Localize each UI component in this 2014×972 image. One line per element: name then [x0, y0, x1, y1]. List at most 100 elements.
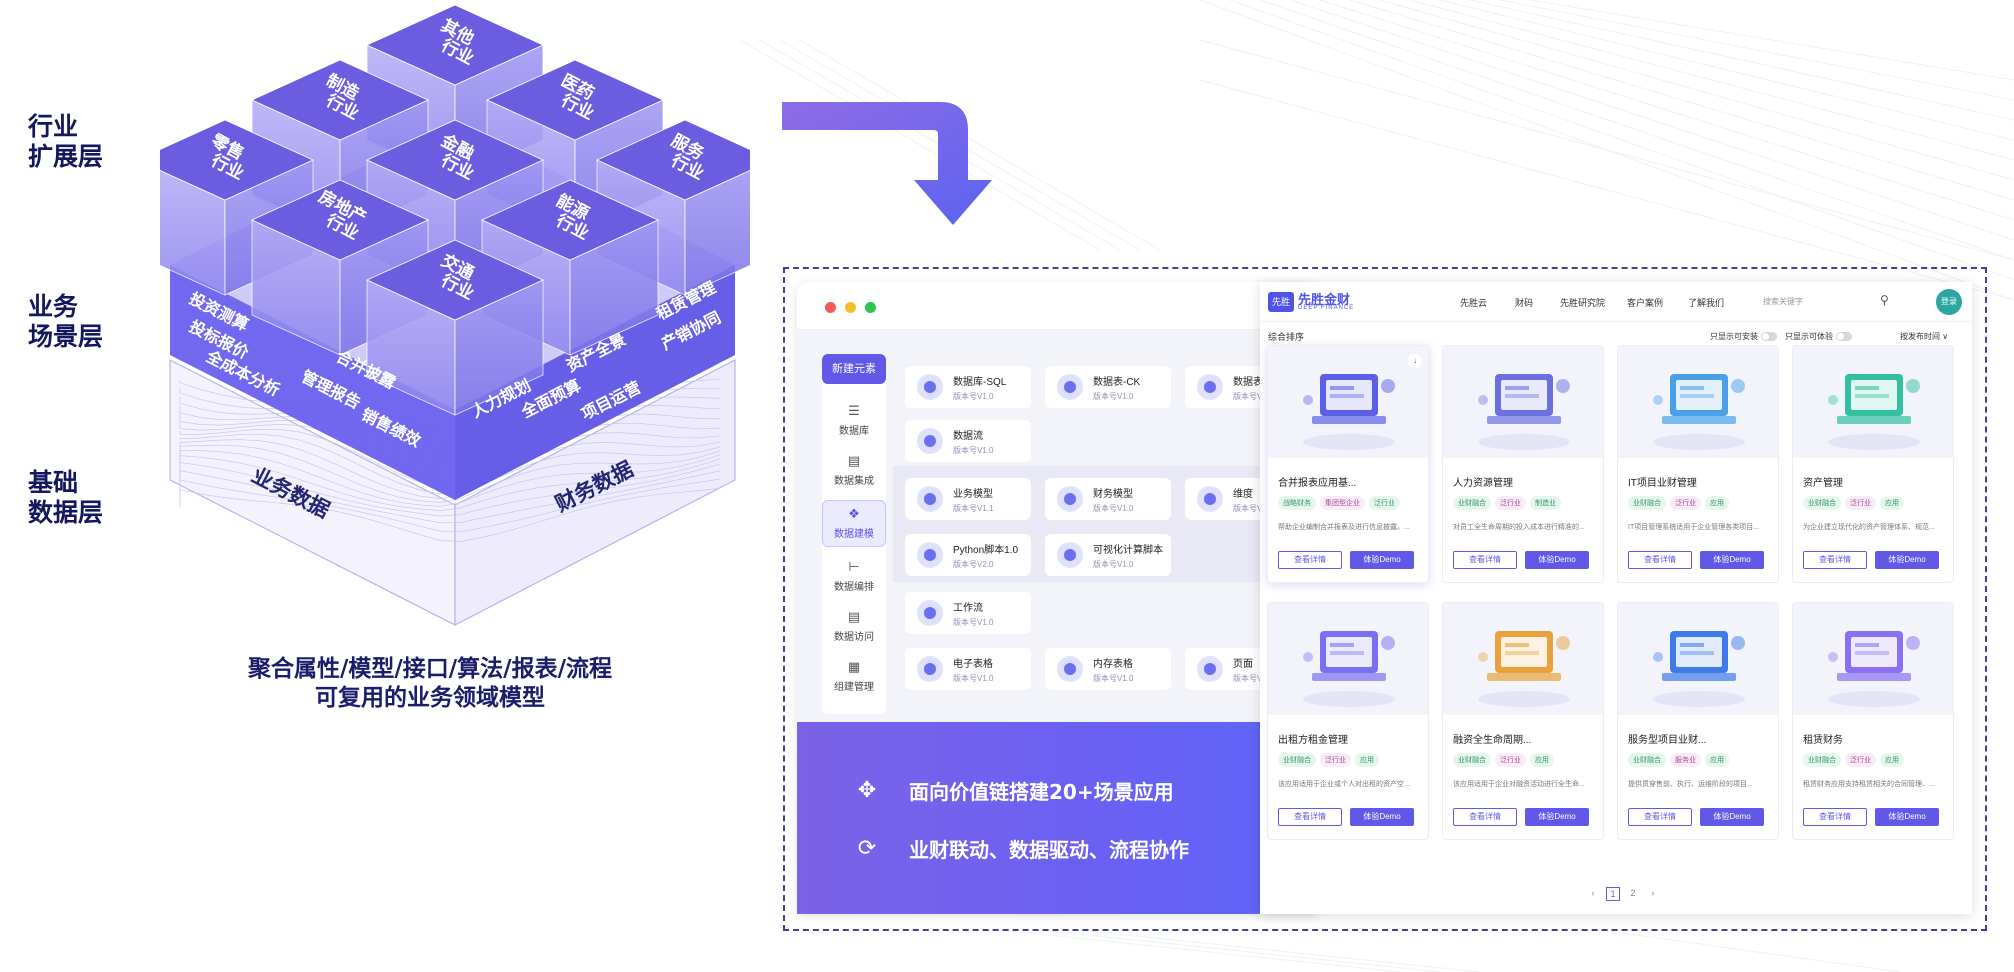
try-demo-button[interactable]: 体验Demo: [1700, 551, 1764, 569]
sidebar-item-components[interactable]: ▦ 组建管理: [822, 660, 886, 694]
tag-list: 战略财务集团型企业泛行业: [1278, 496, 1400, 510]
try-demo-button[interactable]: 体验Demo: [1700, 808, 1764, 826]
tag: 业财融合: [1278, 753, 1316, 767]
toggle-switch[interactable]: [1761, 332, 1777, 342]
avatar[interactable]: 登录: [1936, 289, 1962, 315]
band-item-linkage: ⟳ 业财联动、数据驱动、流程协作: [853, 828, 1189, 868]
new-element-button[interactable]: 新建元素: [822, 354, 886, 384]
nav-item-cloud[interactable]: 先胜云: [1460, 298, 1488, 308]
next-page-button[interactable]: ›: [1651, 888, 1655, 898]
node-version: 版本号V1.0: [953, 392, 994, 401]
app-illustration: [1618, 346, 1778, 458]
view-details-button[interactable]: 查看详情: [1278, 808, 1342, 826]
app-card[interactable]: ↓合并报表应用基...战略财务集团型企业泛行业帮助企业编制合并报表及进行信息披露…: [1267, 345, 1429, 583]
node-title: 业务模型: [953, 489, 993, 500]
close-dot-icon[interactable]: [825, 302, 836, 313]
node-workflow[interactable]: 工作流版本号V1.0: [905, 592, 1031, 634]
minimize-dot-icon[interactable]: [845, 302, 856, 313]
node-finance-model[interactable]: 财务模型版本号V1.0: [1045, 478, 1171, 520]
node-title: 数据库-SQL: [953, 377, 1007, 388]
node-icon: [917, 486, 943, 512]
tag: 集团型企业: [1320, 496, 1365, 510]
node-business-model[interactable]: 业务模型版本号V1.1: [905, 478, 1031, 520]
view-details-button[interactable]: 查看详情: [1453, 808, 1517, 826]
node-title: 数据流: [953, 431, 983, 442]
view-details-button[interactable]: 查看详情: [1278, 551, 1342, 569]
node-memory-table[interactable]: 内存表格版本号V1.0: [1045, 648, 1171, 690]
node-icon: [917, 600, 943, 626]
filter-trial[interactable]: 只显示可体验: [1785, 331, 1852, 342]
view-details-button[interactable]: 查看详情: [1628, 808, 1692, 826]
app-card[interactable]: 租赁财务业财融合泛行业应用租赁财务应用支持租赁相关的合同管理、...查看详情体验…: [1792, 602, 1954, 840]
try-demo-button[interactable]: 体验Demo: [1875, 551, 1939, 569]
tag: 泛行业: [1845, 753, 1876, 767]
view-details-button[interactable]: 查看详情: [1628, 551, 1692, 569]
tag: 业财融合: [1453, 753, 1491, 767]
try-demo-button[interactable]: 体验Demo: [1525, 551, 1589, 569]
pagination: ‹ 1 2 ›: [1586, 887, 1660, 901]
prev-page-button[interactable]: ‹: [1591, 888, 1595, 898]
page-1-button[interactable]: 1: [1606, 887, 1620, 901]
layer-label-industry: 行业 扩展层: [28, 112, 103, 172]
node-version: 版本号V2.0: [953, 560, 994, 569]
node-title: 维度: [1233, 489, 1253, 500]
node-database-sql[interactable]: 数据库-SQL 版本号V1.0: [905, 366, 1031, 408]
download-icon[interactable]: ↓: [1408, 354, 1422, 368]
application-frame: [783, 267, 1987, 931]
toggle-switch[interactable]: [1836, 332, 1852, 342]
filter-installable[interactable]: 只显示可安装: [1710, 331, 1777, 342]
node-spreadsheet[interactable]: 电子表格版本号V1.0: [905, 648, 1031, 690]
view-details-button[interactable]: 查看详情: [1803, 551, 1867, 569]
sidebar-item-label: 数据编排: [834, 582, 874, 593]
node-title: 电子表格: [953, 659, 993, 670]
sidebar-item-database[interactable]: ☰ 数据库: [822, 404, 886, 438]
page-2-button[interactable]: 2: [1630, 888, 1636, 898]
nav-item-institute[interactable]: 先胜研究院: [1560, 298, 1606, 308]
sidebar-item-label: 数据集成: [834, 476, 874, 487]
maximize-dot-icon[interactable]: [865, 302, 876, 313]
node-title: 数据表-: [1233, 377, 1267, 388]
app-illustration: [1618, 603, 1778, 715]
nav-item-about[interactable]: 了解我们: [1688, 298, 1725, 308]
sidebar-item-integration[interactable]: ▤ 数据集成: [822, 454, 886, 488]
try-demo-button[interactable]: 体验Demo: [1350, 551, 1414, 569]
sidebar-item-modeling[interactable]: ❖ 数据建模: [822, 500, 886, 547]
try-demo-button[interactable]: 体验Demo: [1350, 808, 1414, 826]
app-card[interactable]: 出租方租金管理业财融合泛行业应用该应用适用于企业或个人对出租的资产空...查看详…: [1267, 602, 1429, 840]
app-card-title: 出租方租金管理: [1278, 735, 1348, 746]
try-demo-button[interactable]: 体验Demo: [1525, 808, 1589, 826]
sort-by-time-select[interactable]: 按发布时间 ∨: [1900, 332, 1949, 341]
node-visual-script[interactable]: 可视化计算脚本版本号V1.0: [1045, 534, 1171, 576]
sidebar-item-access[interactable]: ▤ 数据访问: [822, 609, 886, 644]
app-card[interactable]: 融资全生命周期...业财融合泛行业应用该应用适用于企业对融资活动进行全生命...…: [1442, 602, 1604, 840]
sort-comprehensive[interactable]: 综合排序: [1268, 332, 1305, 342]
try-demo-button[interactable]: 体验Demo: [1875, 808, 1939, 826]
tag: 应用: [1530, 753, 1554, 767]
app-card[interactable]: 服务型项目业财...业财融合服务业应用提供贯穿售前、执行、运维阶段的项目...查…: [1617, 602, 1779, 840]
sidebar-item-orchestration[interactable]: ⊢ 数据编排: [822, 560, 886, 594]
document-icon: ▤: [847, 609, 861, 624]
nav-item-code[interactable]: 财码: [1515, 298, 1534, 308]
app-card-title: 融资全生命周期...: [1453, 735, 1532, 746]
tag: 泛行业: [1495, 496, 1526, 510]
layer-label-line: 扩展层: [28, 142, 104, 171]
search-input[interactable]: 搜索关键字: [1763, 297, 1803, 306]
app-card-description: 租赁财务应用支持租赁相关的合同管理、...: [1803, 781, 1935, 788]
tag-list: 业财融合泛行业应用: [1278, 753, 1379, 767]
view-details-button[interactable]: 查看详情: [1453, 551, 1517, 569]
view-details-button[interactable]: 查看详情: [1803, 808, 1867, 826]
tag: 泛行业: [1845, 496, 1876, 510]
app-card[interactable]: 资产管理业财融合泛行业应用为企业建立现代化的资产管理体系、规范...查看详情体验…: [1792, 345, 1954, 583]
node-version: 版本号V1.0: [1093, 392, 1134, 401]
nav-item-cases[interactable]: 客户案例: [1627, 298, 1664, 308]
search-icon[interactable]: ⚲: [1880, 293, 1889, 307]
layer-label-scene: 业务 场景层: [28, 292, 103, 352]
node-dataflow[interactable]: 数据流版本号V1.0: [905, 420, 1031, 462]
tag-list: 业财融合泛行业应用: [1628, 496, 1729, 510]
app-card[interactable]: 人力资源管理业财融合泛行业制造业对员工全生命周期的投入成本进行精准的...查看详…: [1442, 345, 1604, 583]
node-title: 可视化计算脚本: [1093, 545, 1163, 556]
expand-arrows-icon: ✥: [857, 777, 877, 802]
